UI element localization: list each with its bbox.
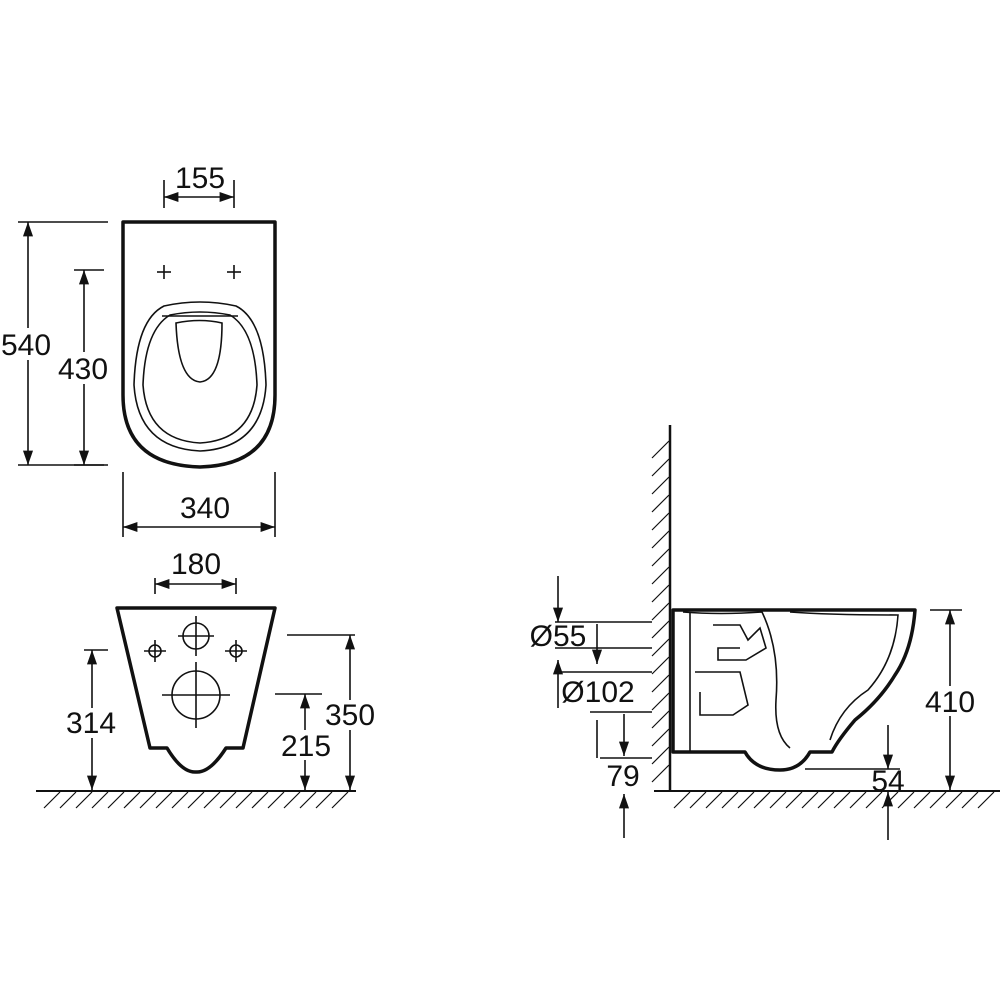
wall-hatch xyxy=(651,425,672,790)
dim-label-430: 430 xyxy=(58,353,108,386)
side-view: 410 54 Ø55 Ø102 79 xyxy=(530,425,1000,840)
top-view: 155 540 430 340 xyxy=(0,162,277,537)
inlet-hole-icon xyxy=(178,616,214,656)
dim-label-d102: Ø102 xyxy=(561,676,634,709)
bowl-side-internals xyxy=(682,611,899,752)
bowl-rear-outline xyxy=(115,606,277,774)
floor-hatch-side xyxy=(654,790,1000,809)
bowl-top-outline xyxy=(121,220,277,469)
dim-label-540: 540 xyxy=(1,329,51,362)
bowl-side-outline xyxy=(671,608,917,772)
dim-label-155: 155 xyxy=(175,162,225,195)
fixing-hole-left-icon xyxy=(144,640,166,662)
dim-label-350: 350 xyxy=(325,699,375,732)
mounting-hole-right-icon xyxy=(227,265,241,279)
outlet-hole-icon xyxy=(162,662,230,728)
floor-hatch-rear xyxy=(36,790,356,809)
dim-label-215: 215 xyxy=(281,730,331,763)
rear-view: 180 314 350 215 xyxy=(36,548,380,809)
dim-label-340: 340 xyxy=(180,492,230,525)
seat-ring xyxy=(133,301,267,452)
dim-label-79: 79 xyxy=(606,760,639,793)
fixing-hole-right-icon xyxy=(225,640,247,662)
dim-label-d55: Ø55 xyxy=(530,620,587,653)
dim-label-410: 410 xyxy=(925,686,975,719)
dim-label-180: 180 xyxy=(171,548,221,581)
mounting-hole-left-icon xyxy=(157,265,171,279)
dim-label-54: 54 xyxy=(871,765,904,798)
dim-label-314: 314 xyxy=(66,707,116,740)
